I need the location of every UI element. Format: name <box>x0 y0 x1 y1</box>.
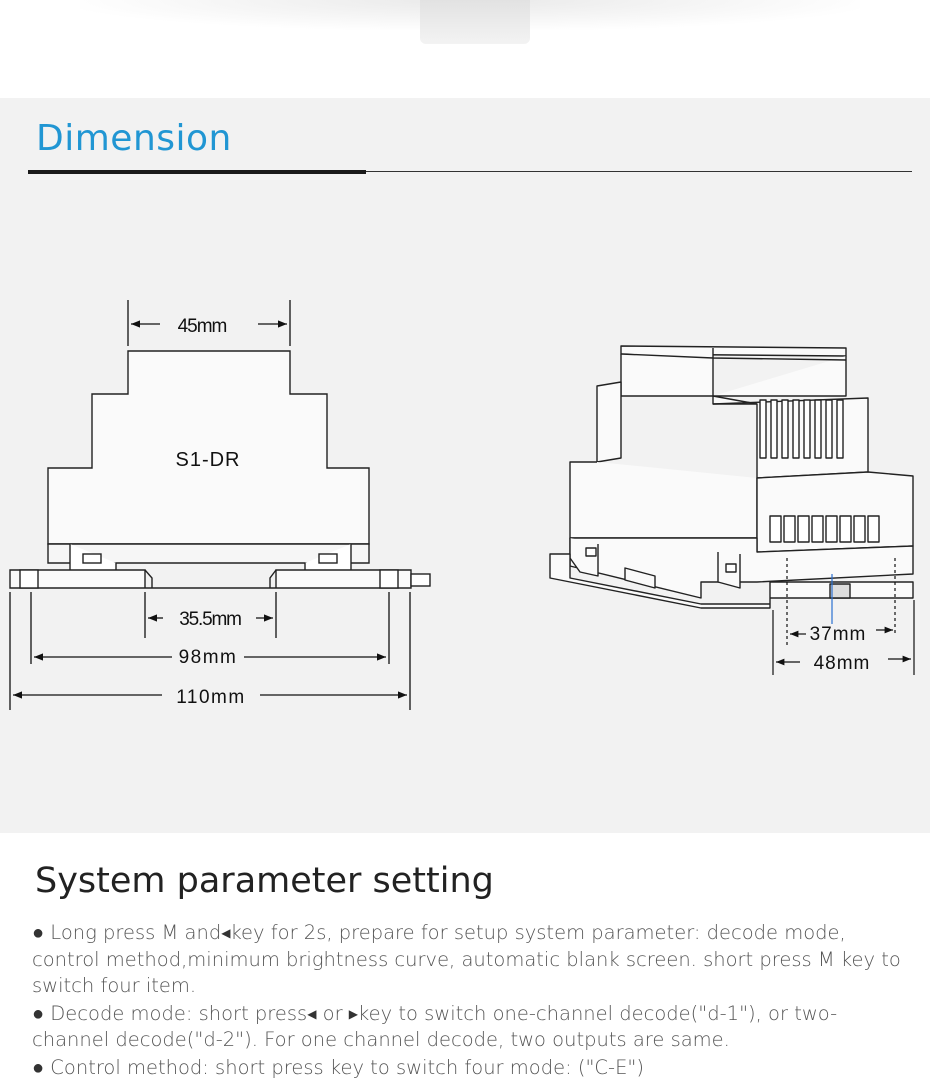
item-text-mid: or <box>323 1002 343 1025</box>
front-total-width-label: 110mm <box>176 687 245 708</box>
system-parameter-section: System parameter setting ● Long press M … <box>0 833 930 1063</box>
side-outer-width-label: 48mm <box>814 653 871 674</box>
side-middle-tier <box>713 396 868 478</box>
front-right-slot <box>319 554 337 563</box>
side-left-shoulder <box>597 382 621 462</box>
side-view <box>550 346 913 608</box>
bullet-icon: ● <box>32 920 44 944</box>
parameter-item: ● Control method: short press key to swi… <box>32 1054 912 1081</box>
parameter-item: ● Long press M and◀key for 2s, prepare f… <box>32 919 912 1000</box>
parameter-list: ● Long press M and◀key for 2s, prepare f… <box>32 919 912 1081</box>
item-text-pre: Decode mode: short press <box>50 1002 307 1025</box>
front-width-top-label: 45mm <box>178 316 227 337</box>
model-label: S1-DR <box>175 449 240 471</box>
front-rail-width-label: 35.5mm <box>179 609 241 630</box>
dimension-section: Dimension <box>0 98 930 833</box>
side-left-foot <box>570 538 598 576</box>
left-arrow-icon: ◀ <box>307 1007 316 1021</box>
bullet-icon: ● <box>32 1001 44 1025</box>
item-text-pre: Long press M and <box>50 921 221 944</box>
front-housing-outline <box>48 351 369 544</box>
dimension-drawing: 45mm S1-DR 35.5mm 98mm 110mm <box>0 98 930 833</box>
bullet-icon: ● <box>32 1055 44 1079</box>
din-rail <box>10 570 411 588</box>
top-product-strip <box>0 0 930 98</box>
side-inner-width-label: 37mm <box>810 624 867 645</box>
item-text-pre: Control method: short press key to switc… <box>50 1056 644 1079</box>
front-mid-width-label: 98mm <box>179 647 238 668</box>
front-left-slot <box>83 554 101 563</box>
right-arrow-icon: ▶ <box>349 1007 358 1021</box>
product-photo-fragment <box>420 0 530 44</box>
parameter-item: ● Decode mode: short press◀ or ▶key to s… <box>32 1000 912 1054</box>
rail-end-tab <box>411 574 430 586</box>
system-title: System parameter setting <box>35 861 494 901</box>
